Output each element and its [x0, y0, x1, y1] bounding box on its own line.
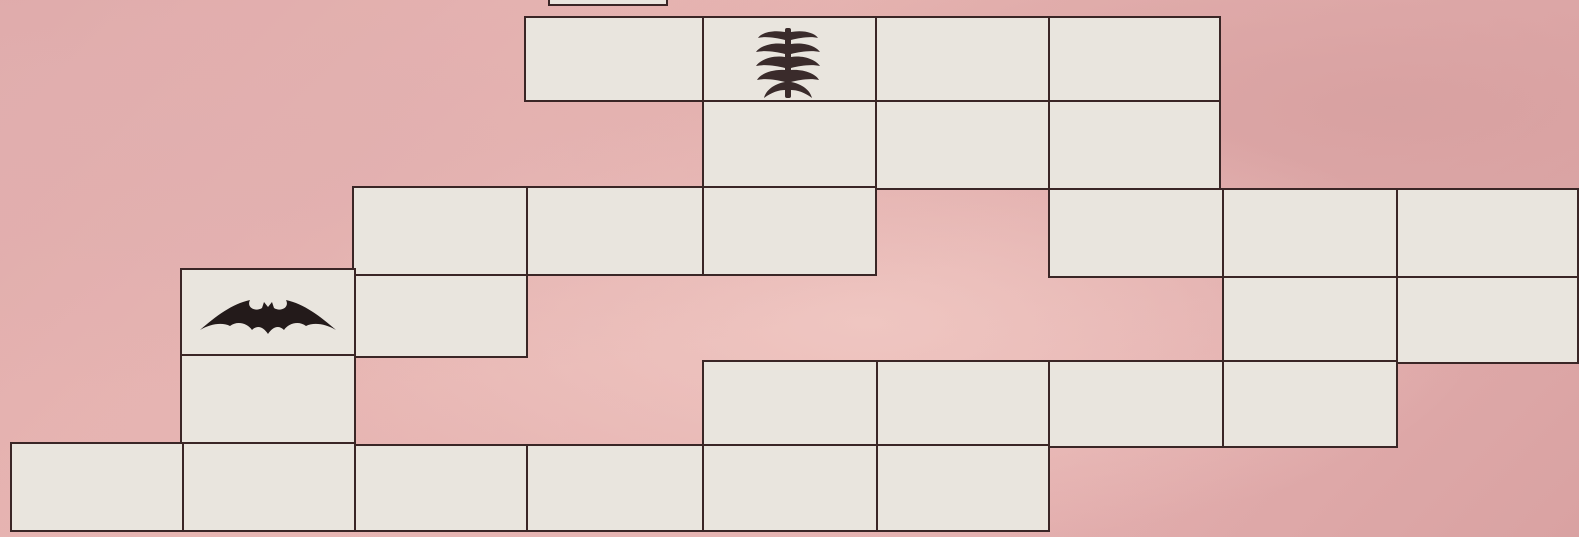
board-cell[interactable]	[1396, 276, 1579, 364]
board-cell[interactable]	[1048, 100, 1221, 190]
ribcage-icon	[752, 24, 824, 102]
board-cell[interactable]	[875, 16, 1050, 102]
board-cell[interactable]	[876, 444, 1050, 532]
board-cell[interactable]	[1222, 188, 1398, 278]
board-cell[interactable]	[526, 186, 704, 276]
board-entrance	[548, 0, 668, 6]
board-cell[interactable]	[524, 16, 704, 102]
board-cell[interactable]	[354, 444, 528, 532]
board-cell[interactable]	[702, 444, 878, 532]
board-cell[interactable]	[10, 442, 184, 532]
board-cell[interactable]	[875, 100, 1050, 190]
board-cell[interactable]	[352, 186, 528, 276]
bat-icon	[198, 294, 338, 334]
board-cell[interactable]	[1222, 276, 1398, 364]
board-cell[interactable]	[1048, 360, 1224, 448]
board-cell[interactable]	[180, 354, 356, 446]
board-cell[interactable]	[702, 186, 877, 276]
board-cell[interactable]	[1048, 16, 1221, 102]
board-cell[interactable]	[182, 442, 356, 532]
board-cell[interactable]	[526, 444, 704, 532]
board-cell[interactable]	[354, 274, 528, 358]
board-cell[interactable]	[1222, 360, 1398, 448]
board-cell[interactable]	[876, 360, 1050, 448]
board-cell[interactable]	[702, 100, 877, 190]
board-cell[interactable]	[1048, 188, 1224, 278]
board-cell[interactable]	[1396, 188, 1579, 278]
board-cell[interactable]	[702, 360, 878, 448]
